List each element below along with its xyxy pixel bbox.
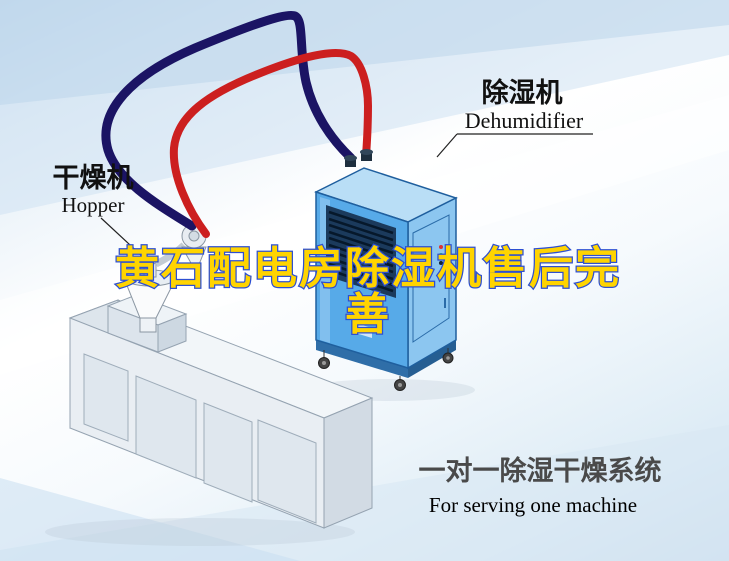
- machine-panel: [203, 402, 253, 503]
- connector-left-cap: [344, 155, 357, 161]
- machine-panel: [135, 375, 197, 479]
- hopper-label-zh: 干燥机: [53, 163, 134, 194]
- dehumidifier-label-zh: 除湿机: [482, 77, 563, 109]
- caption-text: 一对一除湿干燥系统 For serving one machine: [419, 455, 662, 517]
- extruder-shadow: [45, 518, 355, 546]
- side-door-outline: [412, 214, 450, 343]
- hopper-outlet: [139, 317, 157, 333]
- title-line-2: 善: [345, 289, 391, 340]
- title-line-1: 黄石配电房除湿机售后完: [115, 243, 621, 294]
- hopper-label-en: Hopper: [62, 193, 125, 217]
- caption-zh: 一对一除湿干燥系统: [419, 455, 662, 487]
- caption-en: For serving one machine: [429, 493, 637, 517]
- side-door: [412, 214, 450, 343]
- hose-connectors: [344, 149, 373, 167]
- indicator-light-red: [439, 245, 443, 249]
- title-text: 黄石配电房除湿机售后完 善: [114, 242, 621, 342]
- machine-panel: [83, 353, 129, 442]
- cabinet-nameplate: [352, 322, 372, 338]
- vent-grille: [326, 205, 396, 298]
- connector-left: [345, 158, 356, 167]
- label-dehumidifier: 除湿机 Dehumidifier: [436, 77, 593, 158]
- streak-top-2: [0, 0, 729, 105]
- dehumidifier-label-en: Dehumidifier: [465, 108, 584, 133]
- hopper-funnel: [123, 259, 177, 333]
- connector-right: [361, 152, 372, 161]
- connector-right-cap: [360, 149, 373, 155]
- vent-slats: [328, 210, 394, 293]
- machine-right-face: [323, 397, 373, 529]
- duct-hoses: [101, 10, 372, 238]
- streak-bottom-left: [0, 478, 300, 561]
- red-duct-hose: [169, 49, 372, 238]
- hopper-leader-line: [100, 217, 144, 258]
- dehumidifier-leader-line: [436, 133, 458, 158]
- blower-hub: [188, 230, 200, 242]
- caster-wheels: [318, 348, 454, 391]
- control-button: [439, 261, 443, 265]
- hopper-platform-side: [157, 313, 187, 353]
- cabinet-base-side: [408, 340, 456, 378]
- indicator-light-green: [439, 253, 443, 257]
- cabinet-base-front: [316, 340, 408, 378]
- navy-duct-hose: [101, 10, 356, 231]
- dehumidifier-cabinet: [314, 167, 458, 391]
- machine-panel: [257, 419, 317, 524]
- label-hopper: 干燥机 Hopper: [53, 163, 144, 258]
